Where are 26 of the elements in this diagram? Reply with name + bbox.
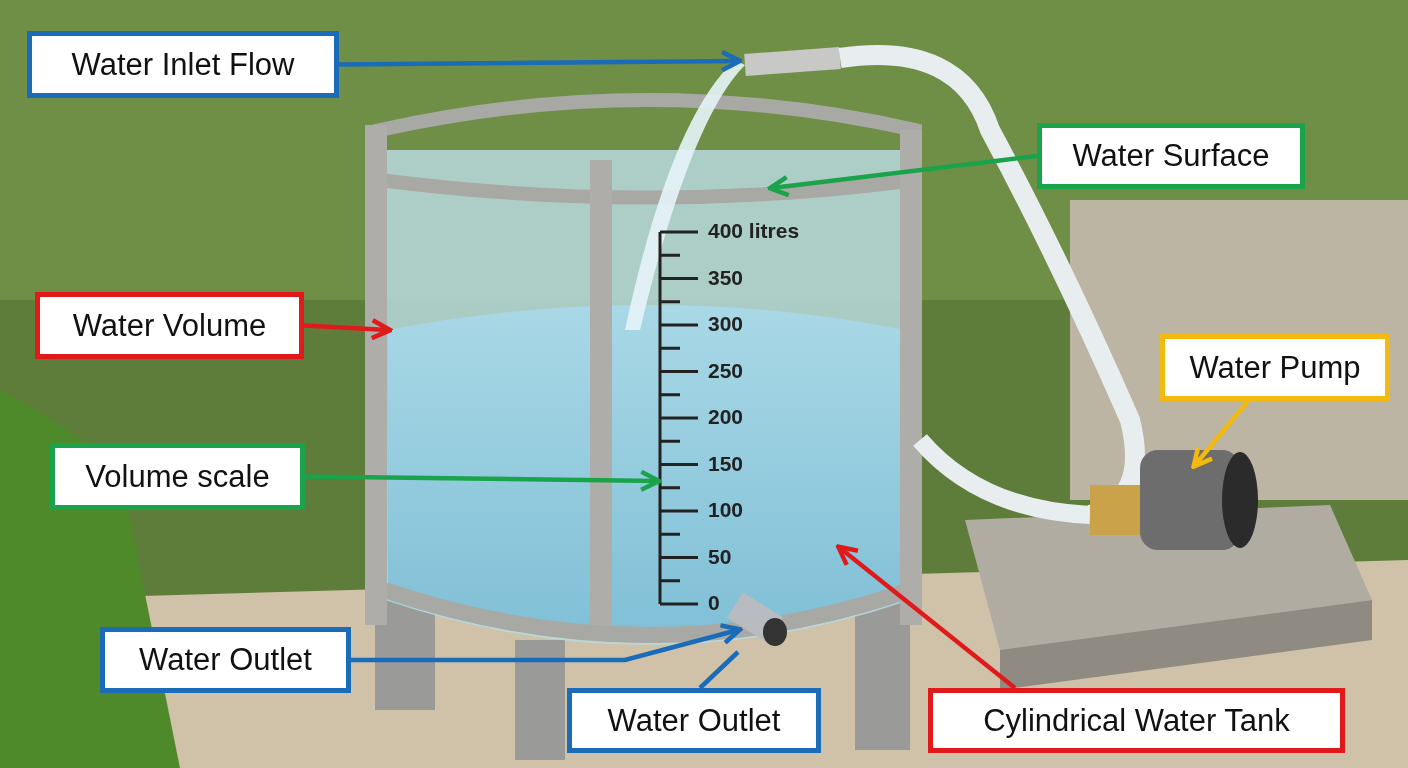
leader-arrow	[836, 544, 1017, 690]
leader-arrow	[338, 49, 743, 73]
scale-value: 300	[708, 313, 744, 334]
scale-value: 100	[708, 499, 744, 520]
callout-label: Water Volume	[35, 292, 304, 359]
leader-arrow	[351, 623, 743, 663]
callout-label: Water Surface	[1037, 123, 1305, 189]
scale-value: 250	[708, 359, 744, 381]
scale-value: 150	[708, 452, 744, 474]
volume-scale-drawing	[658, 229, 699, 607]
leader-arrow	[767, 153, 1038, 198]
leader-arrow	[1191, 399, 1250, 469]
scale-value: 200	[708, 406, 744, 427]
callout-label: Water Inlet Flow	[27, 31, 339, 98]
callout-label: Water Outlet	[100, 627, 351, 693]
callout-label: Water Pump	[1160, 334, 1390, 401]
scale-value: 350	[708, 266, 744, 288]
scale-value: 400 litres	[708, 220, 800, 241]
callout-label: Cylindrical Water Tank	[928, 688, 1345, 753]
callout-label: Water Outlet	[567, 688, 821, 753]
callout-label: Volume scale	[50, 443, 305, 510]
scale-value: 50	[708, 545, 732, 567]
leader-arrow	[304, 469, 662, 493]
scale-value: 0	[708, 592, 720, 613]
leader-line	[698, 650, 740, 690]
leader-arrow	[303, 317, 393, 341]
